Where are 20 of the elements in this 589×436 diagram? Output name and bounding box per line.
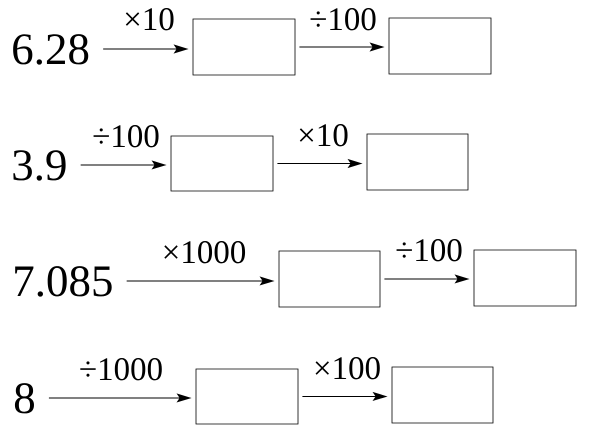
answer-box [388,18,492,74]
answer-box [278,250,380,308]
answer-box [192,18,296,76]
operation-label: ×1000 [164,241,246,264]
start-number: 6.28 [13,34,88,65]
operation-label: ÷100 [310,8,376,30]
answer-box [170,136,274,192]
operation-label: ×10 [300,124,348,146]
start-number: 8 [14,383,34,414]
answer-box [366,134,468,190]
start-number: 7.085 [15,266,112,297]
answer-box [196,368,298,424]
operation-label: ÷100 [396,239,462,262]
answer-box [474,250,576,306]
operation-label: ÷1000 [80,358,162,380]
operation-label: ×10 [126,8,174,30]
operation-label: ×100 [316,357,380,380]
answer-box [392,366,494,424]
operation-label: ÷100 [94,125,159,148]
start-number: 3.9 [13,150,66,181]
